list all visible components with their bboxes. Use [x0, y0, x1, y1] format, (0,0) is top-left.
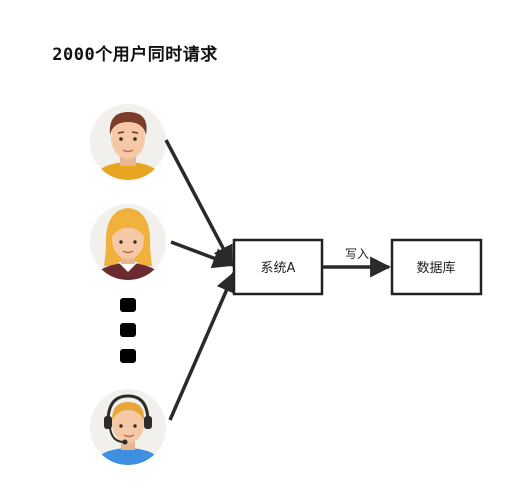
database-label: 数据库: [416, 260, 455, 276]
vertical-ellipsis-icon: [120, 298, 136, 363]
diagram-title: 2000个用户同时请求: [52, 45, 218, 65]
system-a-label: 系统A: [261, 261, 296, 276]
write-edge-label: 写入: [345, 247, 369, 261]
user3-to-system-arrow: [168, 271, 237, 421]
woman-avatar-icon: [90, 204, 166, 280]
user1-to-system-arrow: [164, 139, 234, 267]
user2-to-system-arrow: [170, 240, 234, 269]
man-avatar-icon: [90, 104, 166, 180]
support-agent-avatar-icon: [90, 389, 166, 465]
database-box: 数据库: [390, 238, 483, 296]
system-a-box: 系统A: [232, 238, 324, 296]
